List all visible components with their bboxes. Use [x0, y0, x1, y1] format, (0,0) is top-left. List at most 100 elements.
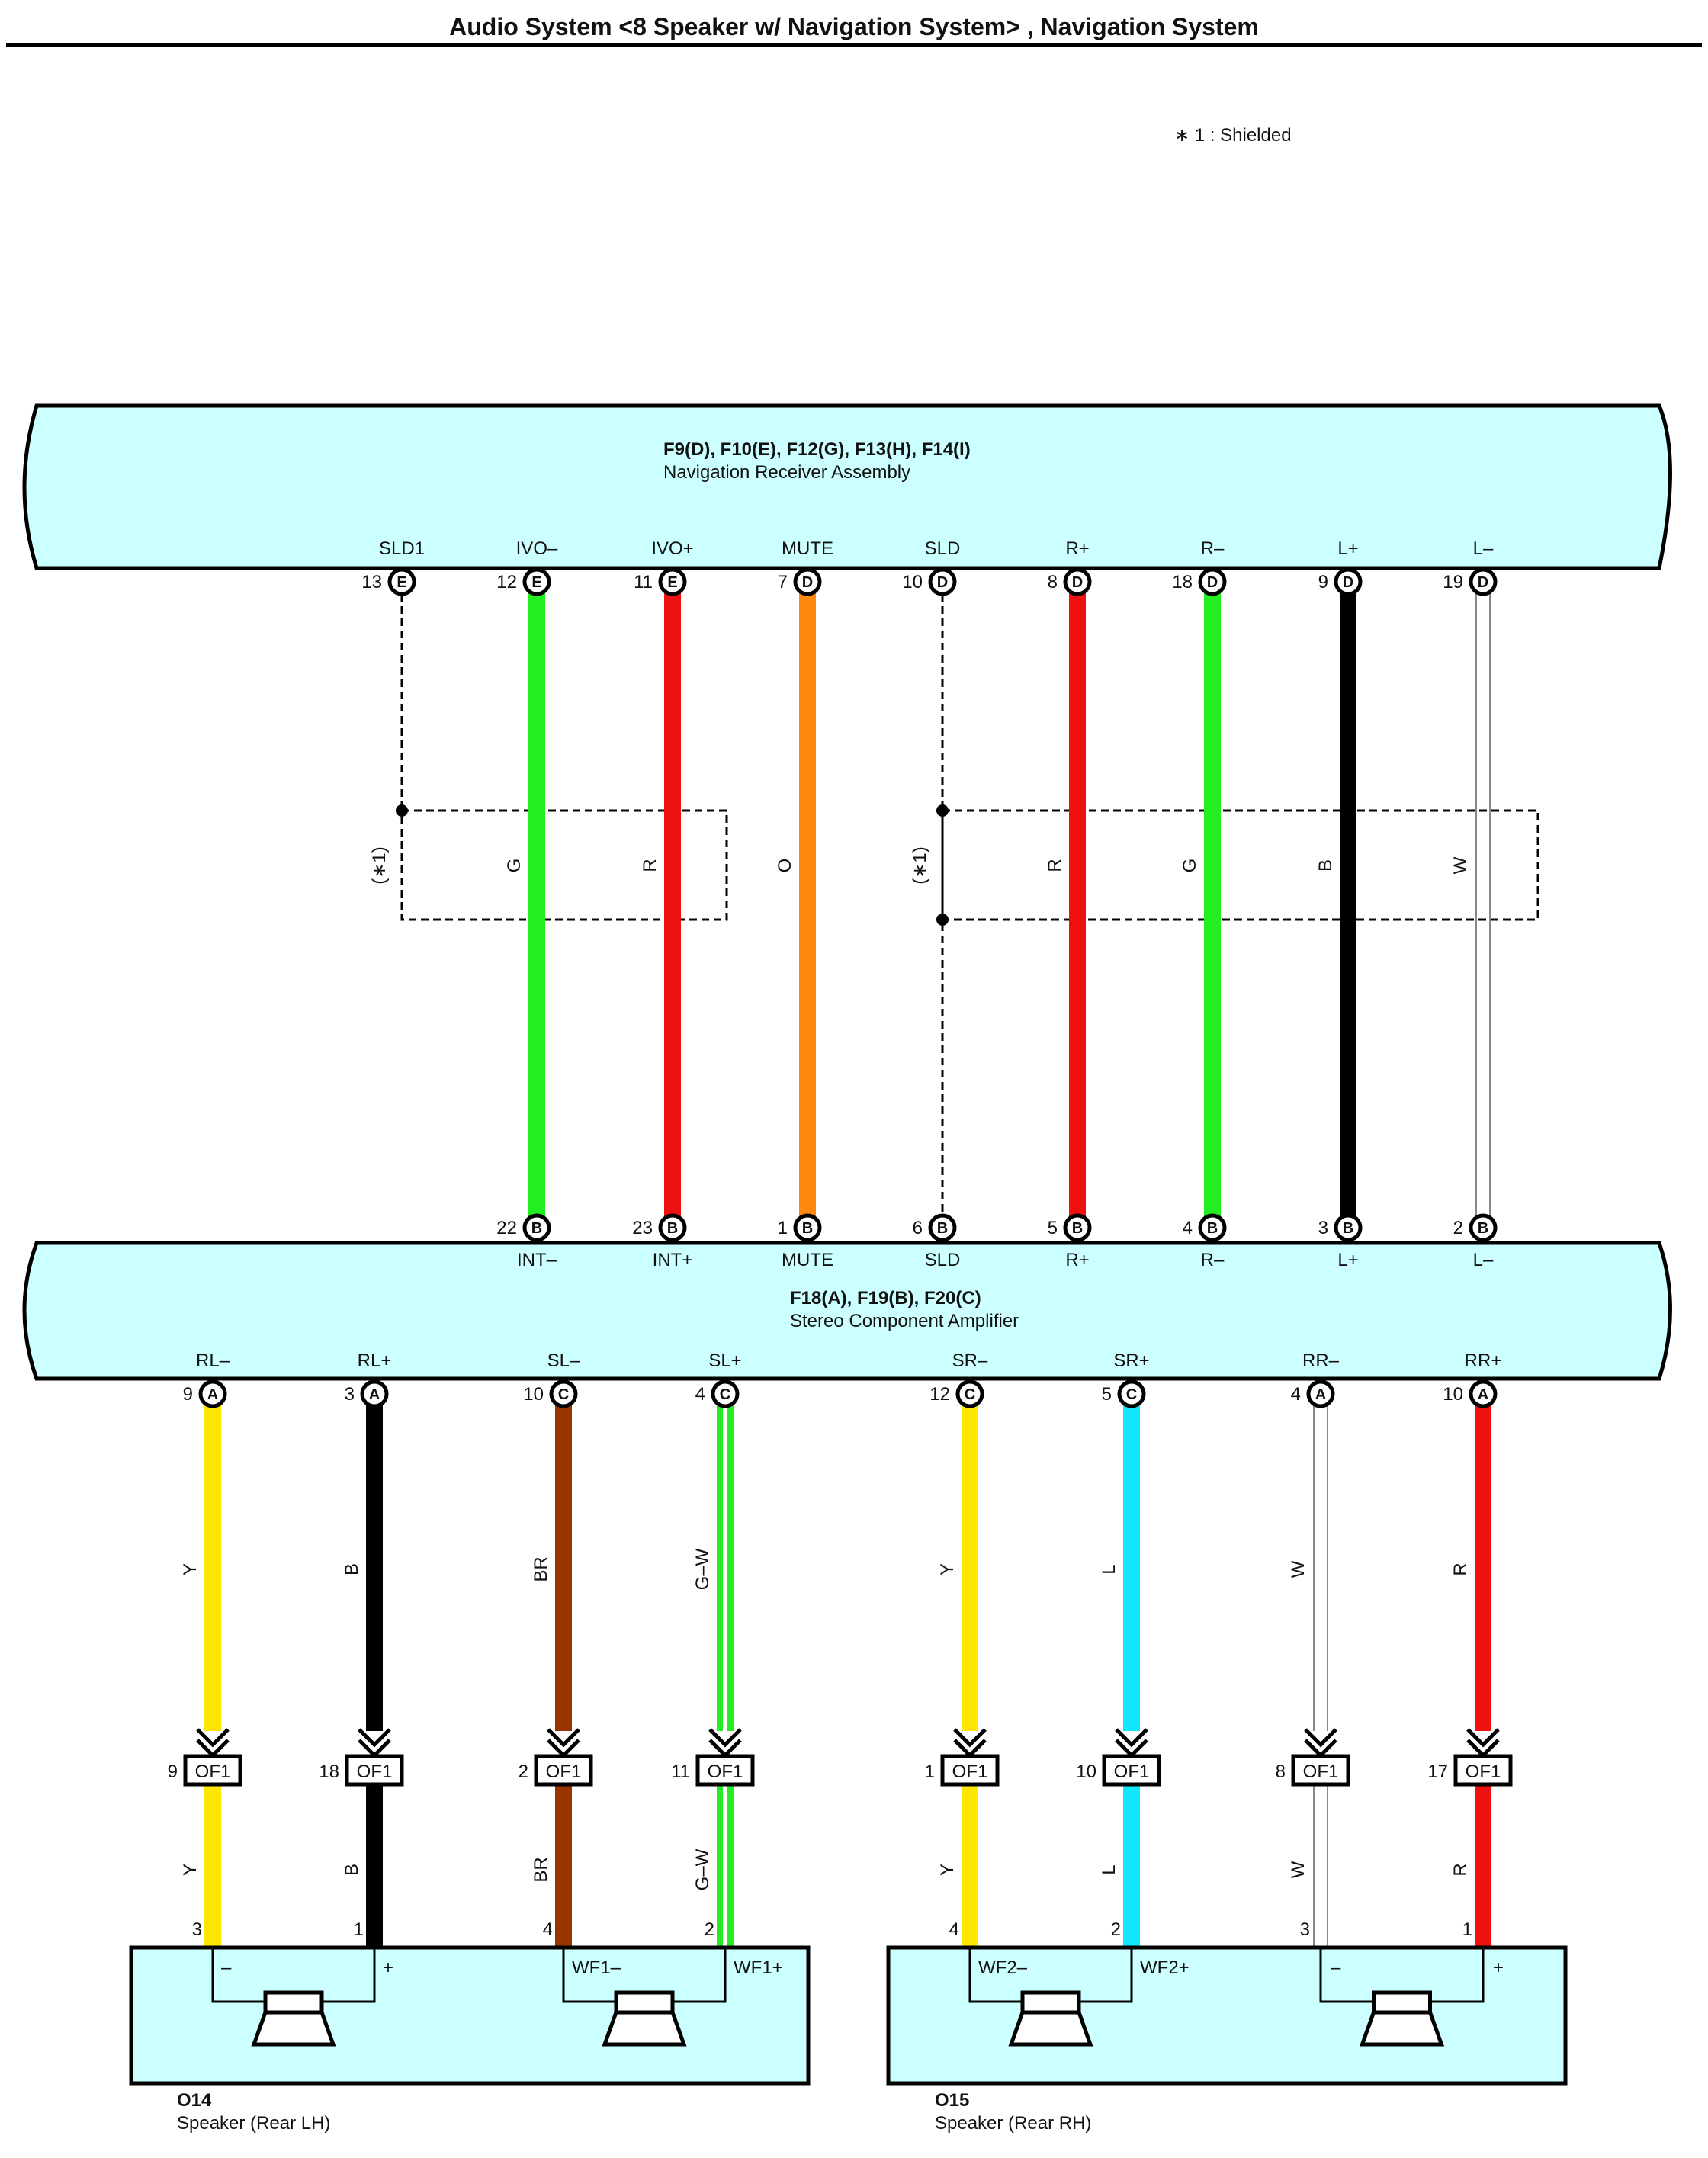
- amp-bottom-pin-3-letter: C: [720, 1386, 730, 1403]
- amp-top-pin-label-1: INT+: [653, 1250, 693, 1270]
- amp-top-pin-label-5: R–: [1201, 1250, 1225, 1270]
- lower-wire-color-lower-7: R: [1450, 1863, 1471, 1876]
- speaker-o15-name: Speaker (Rear RH): [935, 2113, 1091, 2134]
- speaker-symbol-3-magnet: [1372, 1990, 1432, 2015]
- nav-pin-2: [658, 567, 687, 596]
- nav-pin-1-letter: E: [531, 574, 541, 591]
- amp-top-pin-1: [658, 1213, 687, 1242]
- speaker-symbol-0-cone: [251, 2010, 336, 2047]
- nav-pin-5: [1063, 567, 1092, 596]
- amp-bottom-pin-1-letter: A: [369, 1386, 380, 1403]
- amp-bottom-pin-3: [711, 1379, 740, 1408]
- speaker-o15-code: O15: [935, 2090, 969, 2111]
- upper-wire-color-2: R: [640, 859, 660, 872]
- lower-wire-color-lower-2: BR: [531, 1857, 551, 1882]
- upper-wire-color-5: R: [1045, 859, 1065, 872]
- shield-ref-0: (∗1): [369, 846, 390, 884]
- page-title: Audio System <8 Speaker w/ Navigation Sy…: [449, 13, 1259, 40]
- amp-bottom-pin-6-letter: A: [1315, 1386, 1326, 1403]
- speaker-o15-box: [886, 1945, 1568, 2086]
- junction-label-3: OF1: [708, 1761, 743, 1782]
- junction-label-2: OF1: [546, 1761, 582, 1782]
- amp-bottom-pin-number-1: 3: [345, 1384, 355, 1405]
- amp-bottom-pin-5: [1117, 1379, 1146, 1408]
- nav-pin-number-2: 11: [634, 572, 653, 592]
- amp-bottom-pin-0: [198, 1379, 227, 1408]
- amp-top-pin-7-letter: B: [1478, 1220, 1488, 1237]
- speaker-lead-right-0: [322, 1948, 376, 2003]
- amp-bottom-pin-number-0: 9: [183, 1384, 193, 1405]
- speaker-o14-box: [129, 1945, 811, 2086]
- amp-top-pin-number-6: 3: [1318, 1218, 1328, 1238]
- amp-bottom-pin-label-0: RL–: [196, 1350, 230, 1371]
- amp-bottom-pin-4: [955, 1379, 984, 1408]
- amp-top-pin-number-4: 5: [1048, 1218, 1058, 1238]
- speaker-o14-name: Speaker (Rear LH): [177, 2113, 330, 2134]
- lower-wire-color-upper-7: R: [1450, 1562, 1471, 1575]
- speaker-o14-term-wf1minus: WF1–: [572, 1957, 621, 1978]
- amp-bottom-pin-2: [549, 1379, 578, 1408]
- speaker-o15-term-wf2plus: WF2+: [1140, 1957, 1190, 1978]
- speaker-o15-term-plus: +: [1493, 1957, 1504, 1978]
- lower-wire-color-upper-0: Y: [180, 1563, 201, 1575]
- junction-box-5: [1102, 1754, 1161, 1787]
- upper-wire-color-3: O: [775, 859, 795, 873]
- navigation-receiver-box: [22, 403, 1672, 570]
- junction-box-7: [1453, 1754, 1513, 1787]
- nav-pin-3: [793, 567, 822, 596]
- nav-pin-number-8: 19: [1443, 572, 1463, 592]
- speaker-lead-right-2: [1079, 1948, 1133, 2003]
- lower-wire-color-upper-4: Y: [937, 1563, 958, 1575]
- amp-top-pin-label-3: SLD: [925, 1250, 961, 1270]
- nav-pin-6: [1198, 567, 1227, 596]
- speaker-lead-left-2: [968, 1948, 1023, 2003]
- amp-top-pin-number-3: 6: [913, 1218, 923, 1238]
- lower-wire-color-upper-3: G–W: [692, 1548, 713, 1590]
- nav-pin-1: [522, 567, 551, 596]
- amp-top-pin-number-0: 22: [496, 1218, 517, 1238]
- amp-bottom-pin-number-2: 10: [523, 1384, 544, 1405]
- amp-bottom-pin-label-7: RR+: [1465, 1350, 1502, 1371]
- amp-bottom-pin-5-letter: C: [1126, 1386, 1137, 1403]
- nav-pin-8: [1469, 567, 1498, 596]
- nav-receiver-name: Navigation Receiver Assembly: [663, 462, 910, 483]
- nav-pin-label-3: MUTE: [782, 538, 833, 559]
- speaker-pin-5: 2: [1111, 1919, 1121, 1940]
- amp-bottom-pin-number-7: 10: [1443, 1384, 1463, 1405]
- speaker-lead-right-3: [1430, 1948, 1485, 2003]
- nav-pin-label-8: L–: [1473, 538, 1494, 559]
- amp-bottom-pin-label-4: SR–: [952, 1350, 988, 1371]
- nav-pin-label-7: L+: [1337, 538, 1358, 559]
- junction-chevron-a-7: [1466, 1728, 1500, 1748]
- amp-top-pin-2: [793, 1213, 822, 1242]
- junction-label-6: OF1: [1303, 1761, 1339, 1782]
- junction-chevron-a-0: [196, 1728, 230, 1748]
- nav-pin-number-1: 12: [496, 572, 517, 592]
- nav-pin-label-0: SLD1: [379, 538, 425, 559]
- amp-bottom-pin-4-letter: C: [965, 1386, 975, 1403]
- lower-wire-color-lower-1: B: [342, 1864, 362, 1876]
- junction-chevron-a-4: [953, 1728, 987, 1748]
- upper-wire-color-6: G: [1180, 859, 1200, 873]
- speaker-pin-6: 3: [1300, 1919, 1310, 1940]
- nav-pin-number-0: 13: [361, 572, 382, 592]
- speaker-o14-term-wf1plus: WF1+: [734, 1957, 783, 1978]
- nav-pin-number-5: 8: [1048, 572, 1058, 592]
- junction-pin-2: 2: [518, 1761, 528, 1782]
- title-underline: [6, 43, 1702, 47]
- nav-pin-3-letter: D: [802, 574, 813, 591]
- junction-chevron-a-5: [1115, 1728, 1148, 1748]
- upper-wire-color-8: W: [1450, 856, 1471, 874]
- amp-top-pin-4-letter: B: [1072, 1220, 1083, 1237]
- nav-pin-2-letter: E: [667, 574, 677, 591]
- junction-pin-3: 11: [671, 1761, 690, 1782]
- junction-pin-1: 18: [319, 1761, 339, 1782]
- junction-chevron-a-1: [358, 1728, 391, 1748]
- junction-box-0: [183, 1754, 242, 1787]
- amp-top-pin-label-2: MUTE: [782, 1250, 833, 1270]
- junction-box-2: [534, 1754, 593, 1787]
- lower-wire-color-lower-3: G–W: [692, 1848, 713, 1890]
- amp-bottom-pin-2-letter: C: [558, 1386, 569, 1403]
- amp-top-pin-label-6: L+: [1337, 1250, 1358, 1270]
- amp-top-pin-3-letter: B: [937, 1220, 948, 1237]
